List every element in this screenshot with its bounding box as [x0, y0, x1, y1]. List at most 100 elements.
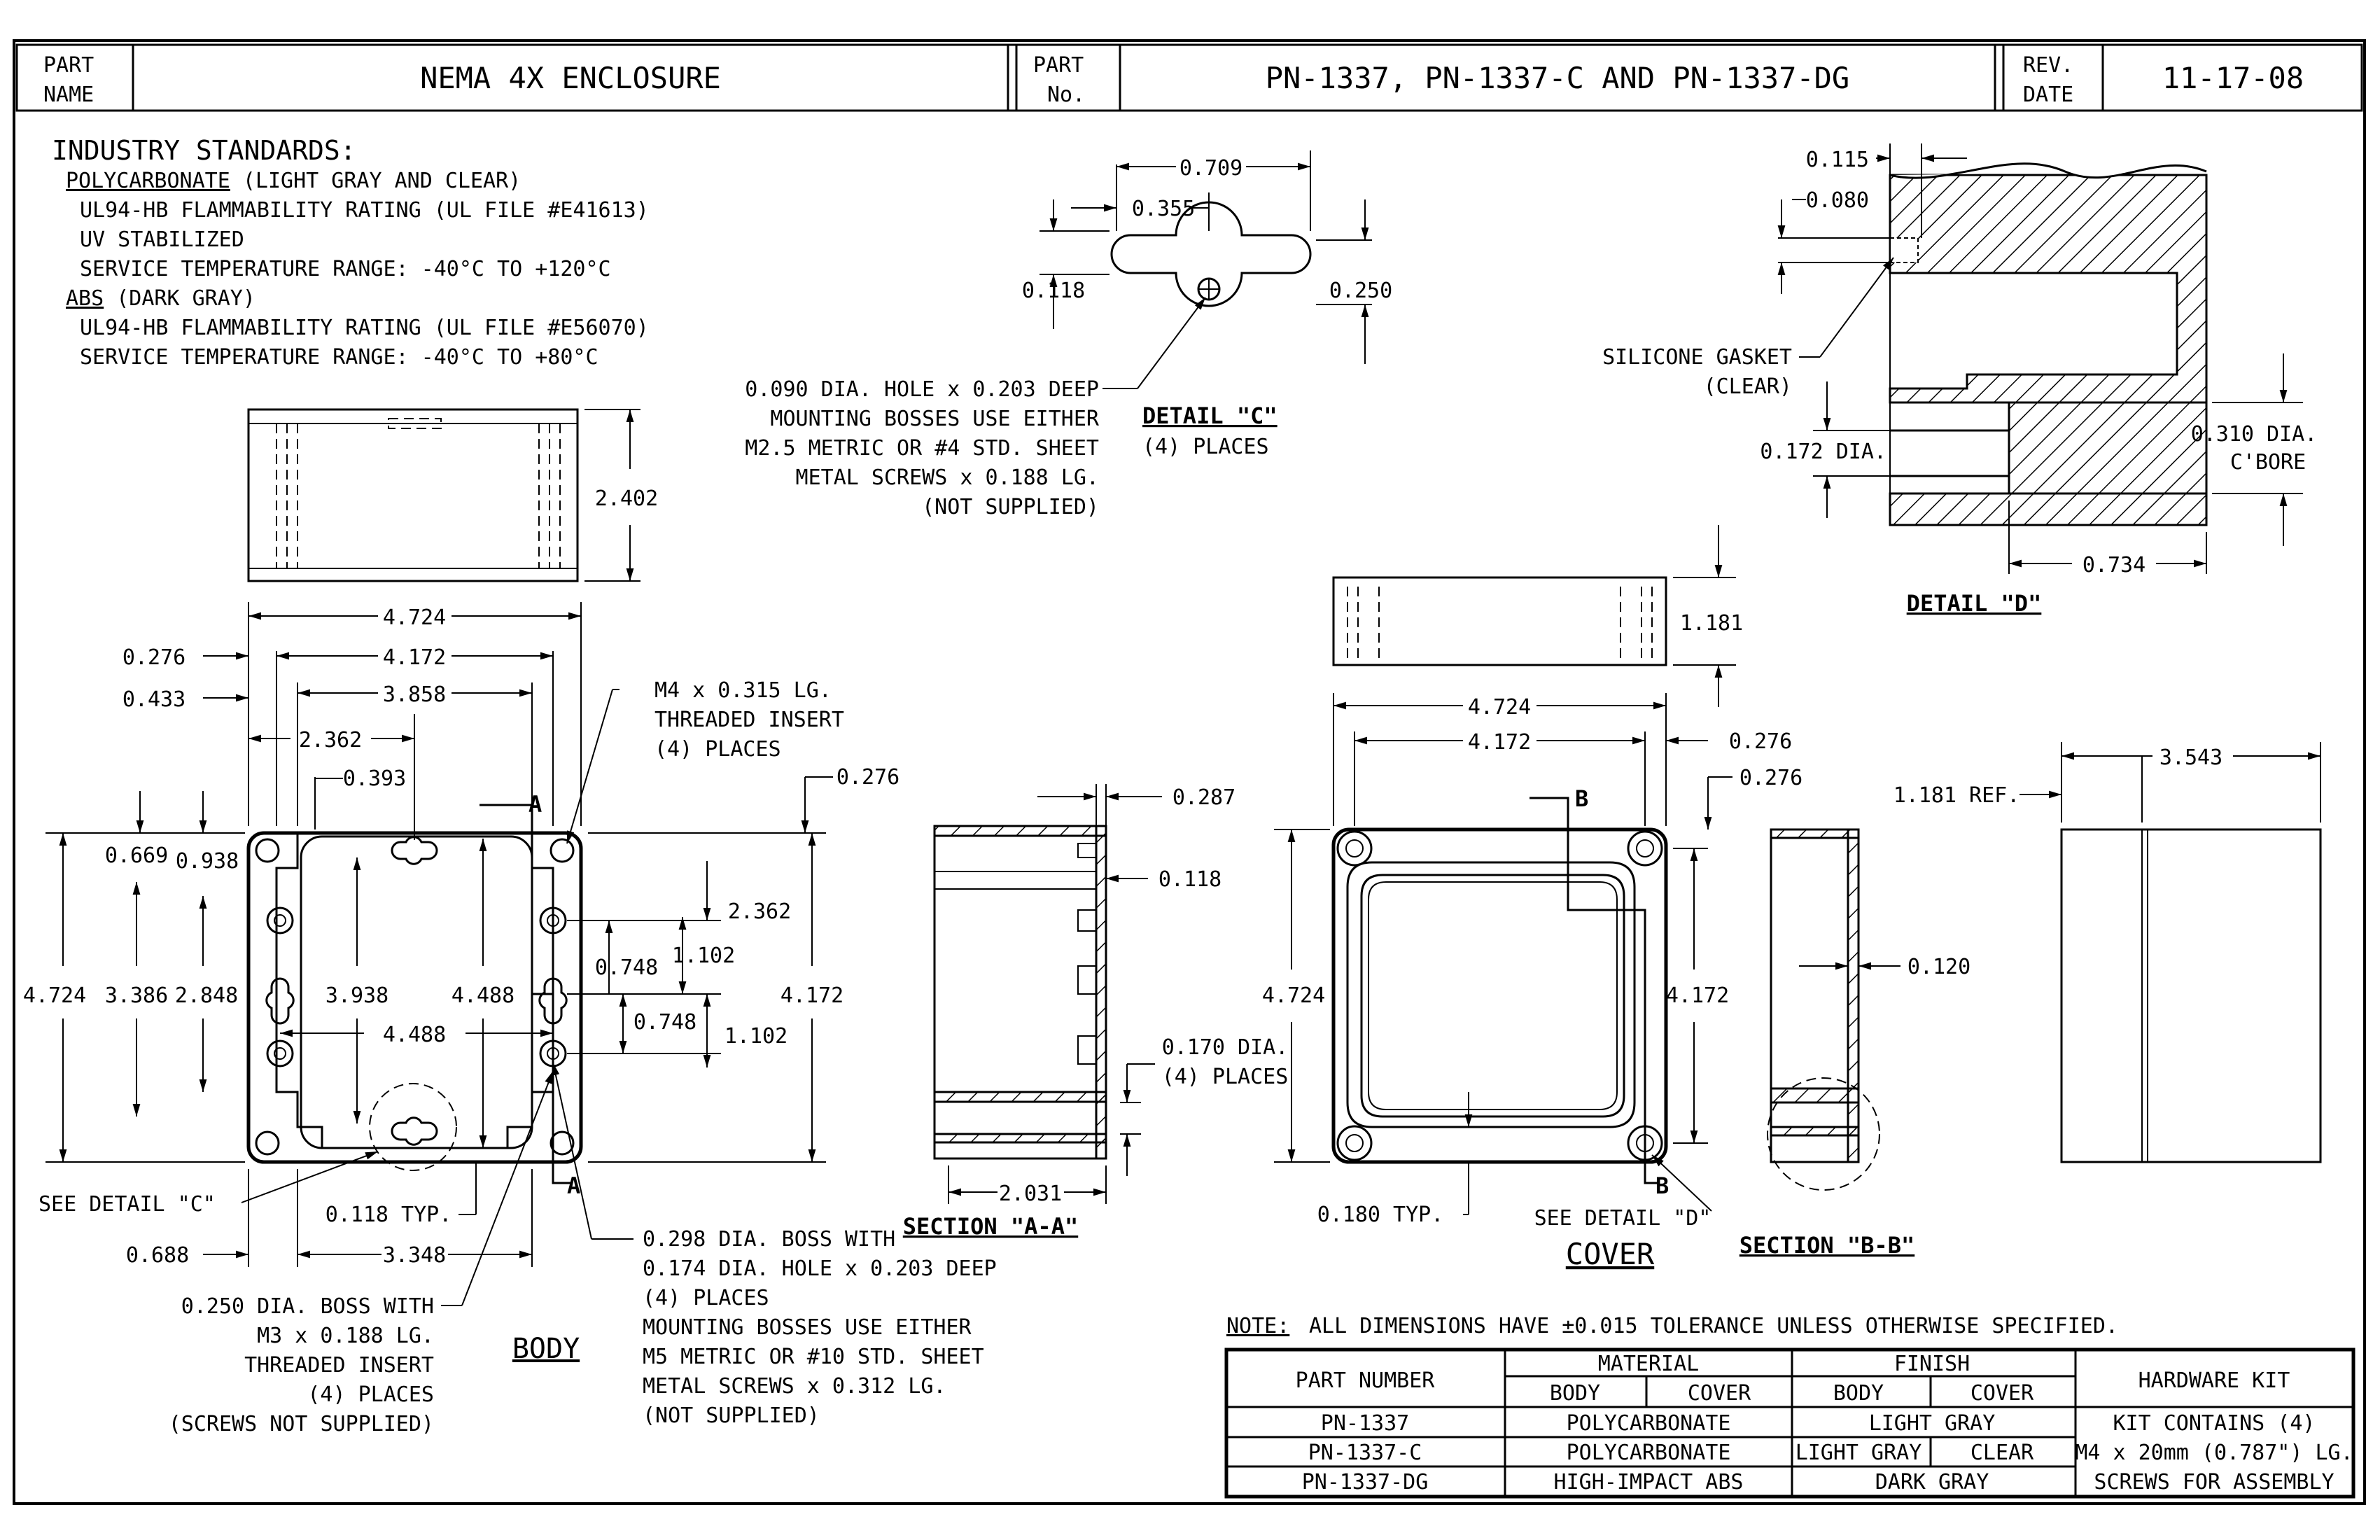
dim-cover-height: 1.181: [1680, 611, 1743, 636]
dim-body-r7: 0.276: [836, 765, 899, 790]
d-gasket-2: (CLEAR): [1704, 374, 1792, 399]
dim-d-a: 0.115: [1806, 148, 1869, 172]
detail-c-subtitle: (4) PLACES: [1142, 435, 1269, 459]
th-material-body: BODY: [1550, 1381, 1600, 1406]
dim-body-w1: 4.724: [383, 606, 446, 630]
row-2-finish-cover: CLEAR: [1970, 1441, 2034, 1465]
body-side-view: 2.402: [247, 408, 658, 582]
th-finish: FINISH: [1894, 1352, 1970, 1376]
boss-note-2-3: THREADED INSERT: [244, 1353, 434, 1378]
part-no-label-1: PART: [1033, 53, 1084, 78]
part-no: PN-1337, PN-1337-C AND PN-1337-DG: [1266, 61, 1849, 95]
dim-body-r2: 0.748: [595, 955, 658, 980]
row-1-finish: LIGHT GRAY: [1869, 1411, 1996, 1436]
detail-c: 0.709 0.355 0.118 0.250 0.090 DIA. HOLE …: [745, 150, 1392, 519]
cover-side-view: 1.181: [1332, 525, 1743, 707]
dim-body-mid: 4.488: [383, 1023, 446, 1047]
dim-body-v5: 4.488: [451, 983, 514, 1008]
dim-d-depth: 0.734: [2082, 553, 2146, 578]
dim-body-v6: 0.669: [105, 844, 168, 868]
hardware-line-3: SCREWS FOR ASSEMBLY: [2094, 1470, 2334, 1494]
th-material: MATERIAL: [1598, 1352, 1700, 1376]
dim-body-height: 2.402: [595, 486, 658, 511]
row-1-part: PN-1337: [1321, 1411, 1409, 1436]
dim-d-cbore-1: 0.310 DIA.: [2191, 422, 2318, 447]
section-bb-title: SECTION "B-B": [1740, 1232, 1914, 1259]
dim-aa-top: 0.287: [1172, 785, 1236, 810]
boss-note-1-5: M5 METRIC OR #10 STD. SHEET: [643, 1345, 984, 1369]
part-no-label-2: No.: [1047, 83, 1085, 107]
boss-note-1-6: METAL SCREWS x 0.312 LG.: [643, 1374, 946, 1399]
cover-top-view: B B COVER: [1331, 785, 1669, 1271]
dim-c-height: 0.118: [1022, 279, 1085, 303]
c-note-4: METAL SCREWS x 0.188 LG.: [796, 465, 1099, 490]
dim-cover-typ: 0.180 TYP.: [1317, 1203, 1444, 1227]
dim-body-w5: 0.393: [343, 766, 406, 791]
boss-note-1-3: (4) PLACES: [643, 1286, 769, 1310]
cover-dimensions: 4.724 4.172 0.276 0.276 4.724 4.172 0.18…: [1262, 693, 1802, 1231]
dim-body-l2: 0.433: [122, 687, 186, 712]
dim-c-boss: 0.250: [1329, 279, 1392, 303]
dim-body-w3: 3.858: [383, 682, 446, 707]
th-finish-body: BODY: [1833, 1381, 1884, 1406]
body-dimensions: 4.724 4.172 3.858 0.276 0.433 2.362 0.39…: [23, 602, 997, 1436]
industry-standards: INDUSTRY STANDARDS: POLYCARBONATE (LIGHT…: [52, 135, 649, 370]
abs-line-1: UL94-HB FLAMMABILITY RATING (UL FILE #E5…: [80, 316, 649, 340]
dim-cover-v1: 4.724: [1262, 983, 1325, 1008]
note-text: ALL DIMENSIONS HAVE ±0.015 TOLERANCE UNL…: [1309, 1314, 2118, 1338]
th-material-cover: COVER: [1688, 1381, 1751, 1406]
dim-body-v4: 3.938: [326, 983, 388, 1008]
dim-cover-v2: 4.172: [1666, 983, 1729, 1008]
abs-line-2: SERVICE TEMPERATURE RANGE: -40°C TO +80°…: [80, 345, 598, 370]
insert-note-2: THREADED INSERT: [654, 708, 844, 732]
dim-body-v7: 0.938: [176, 849, 239, 874]
dim-body-w4: 2.362: [299, 728, 362, 752]
c-note-3: M2.5 METRIC OR #4 STD. SHEET: [745, 436, 1099, 461]
rev-label-2: DATE: [2023, 83, 2073, 107]
detail-c-title: DETAIL "C": [1142, 402, 1278, 429]
dim-cover-r2: 0.276: [1740, 766, 1802, 790]
dim-body-v2: 3.386: [105, 983, 168, 1008]
dim-body-bot3: 0.118 TYP.: [326, 1203, 452, 1227]
row-1-material: POLYCARBONATE: [1567, 1411, 1731, 1436]
boss-note-2-2: M3 x 0.188 LG.: [257, 1324, 434, 1348]
hardware-line-1: KIT CONTAINS (4): [2113, 1411, 2316, 1436]
row-3-material: HIGH-IMPACT ABS: [1554, 1470, 1744, 1494]
title-block: PART NAME NEMA 4X ENCLOSURE PART No. PN-…: [15, 43, 2363, 112]
section-a-top: A: [528, 791, 542, 818]
c-note-1: 0.090 DIA. HOLE x 0.203 DEEP: [745, 377, 1099, 402]
pc-line-2: UV STABILIZED: [80, 227, 244, 252]
dim-c-half: 0.355: [1132, 197, 1195, 221]
row-3-part: PN-1337-DG: [1302, 1470, 1429, 1494]
boss-note-1-4: MOUNTING BOSSES USE EITHER: [643, 1315, 972, 1340]
boss-note-1-1: 0.298 DIA. BOSS WITH: [643, 1227, 895, 1252]
standards-heading: INDUSTRY STANDARDS:: [52, 135, 356, 166]
cover-label: COVER: [1566, 1237, 1655, 1271]
section-b-top: B: [1575, 785, 1588, 812]
dim-body-r1: 2.362: [728, 899, 791, 924]
dim-aa-hole-1: 0.170 DIA.: [1162, 1035, 1289, 1060]
dim-d-b: 0.080: [1806, 188, 1869, 213]
dim-body-r6: 4.172: [780, 983, 844, 1008]
pc-line-3: SERVICE TEMPERATURE RANGE: -40°C TO +120…: [80, 257, 611, 281]
dim-aa-lip: 0.118: [1158, 867, 1222, 892]
side-panel-view: 3.543 1.181 REF.: [1893, 742, 2322, 1163]
note-label: NOTE:: [1226, 1314, 1289, 1338]
row-2-part: PN-1337-C: [1308, 1441, 1422, 1465]
dim-body-v1: 4.724: [23, 983, 86, 1008]
rev-date: 11-17-08: [2162, 61, 2304, 95]
section-a-a: 0.287 0.118 0.170 DIA. (4) PLACES 2.031 …: [903, 784, 1289, 1240]
dim-cover-w1: 4.724: [1468, 695, 1531, 720]
dim-c-width: 0.709: [1180, 156, 1242, 181]
dim-aa-bottom: 2.031: [999, 1182, 1062, 1206]
insert-note-1: M4 x 0.315 LG.: [654, 678, 832, 703]
pc-line-1: UL94-HB FLAMMABILITY RATING (UL FILE #E4…: [80, 198, 649, 223]
th-part-number: PART NUMBER: [1296, 1368, 1436, 1393]
insert-note-3: (4) PLACES: [654, 737, 781, 762]
part-name: NEMA 4X ENCLOSURE: [420, 61, 721, 95]
dim-body-r4: 0.748: [634, 1010, 696, 1035]
dim-cover-w2: 4.172: [1468, 730, 1531, 755]
dim-body-r5: 1.102: [724, 1024, 788, 1049]
pc-title: POLYCARBONATE (LIGHT GRAY AND CLEAR): [66, 169, 521, 193]
c-note-5: (NOT SUPPLIED): [922, 495, 1099, 519]
